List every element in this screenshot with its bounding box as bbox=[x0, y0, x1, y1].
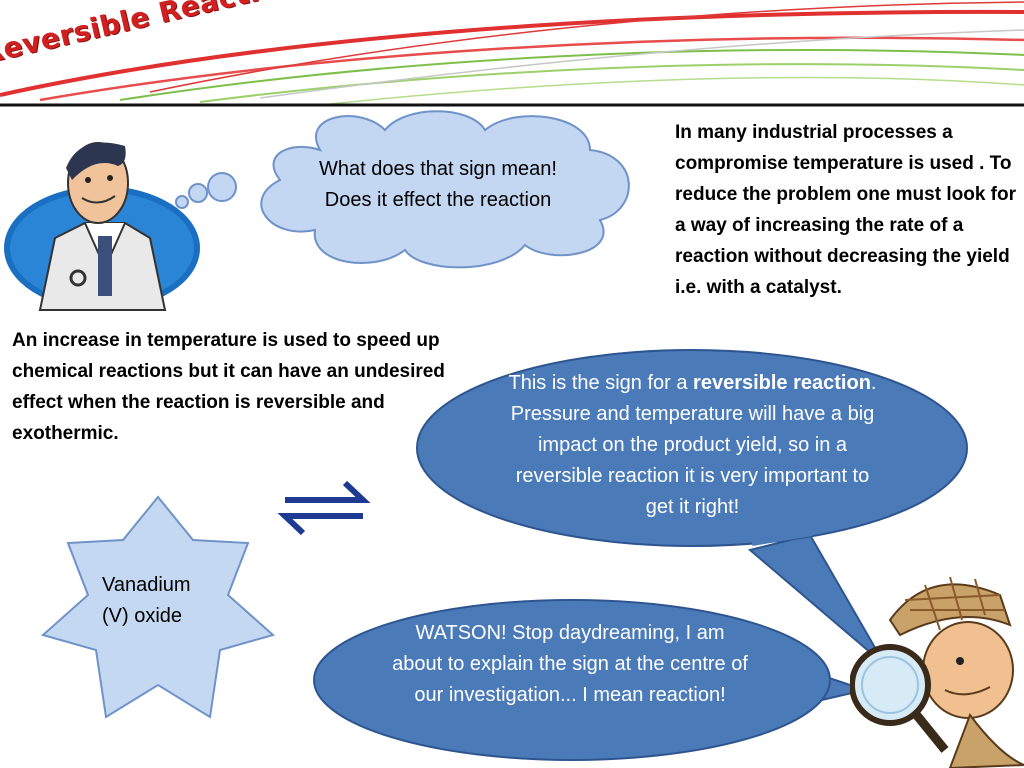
reversible-speech-bubble bbox=[416, 349, 968, 666]
star-label: Vanadium (V) oxide bbox=[102, 574, 191, 627]
header-swoosh-art bbox=[0, 1, 1024, 107]
reversible-bold-term: reversible reaction bbox=[693, 372, 871, 394]
reversible-prefix: This is the sign for a bbox=[508, 372, 694, 394]
equilibrium-arrows-icon bbox=[277, 480, 371, 536]
watson-bubble-text: WATSON! Stop daydreaming, I am about to … bbox=[392, 622, 748, 706]
doctor-character-icon bbox=[4, 142, 200, 311]
reversible-suffix: . Pressure and temperature will have a b… bbox=[510, 372, 877, 518]
reversible-bubble-text: This is the sign for a reversible reacti… bbox=[500, 368, 885, 523]
watson-speech-bubble bbox=[313, 599, 869, 761]
thought-bubble-text: What does that sign mean! Does it effect… bbox=[319, 158, 557, 211]
catalyst-star-shape bbox=[40, 495, 276, 719]
catalyst-paragraph: In many industrial processes a compromis… bbox=[675, 122, 1016, 298]
thought-bubble bbox=[175, 110, 630, 269]
intro-paragraph: An increase in temperature is used to sp… bbox=[12, 330, 445, 444]
detective-magnifier-icon bbox=[850, 576, 1024, 768]
